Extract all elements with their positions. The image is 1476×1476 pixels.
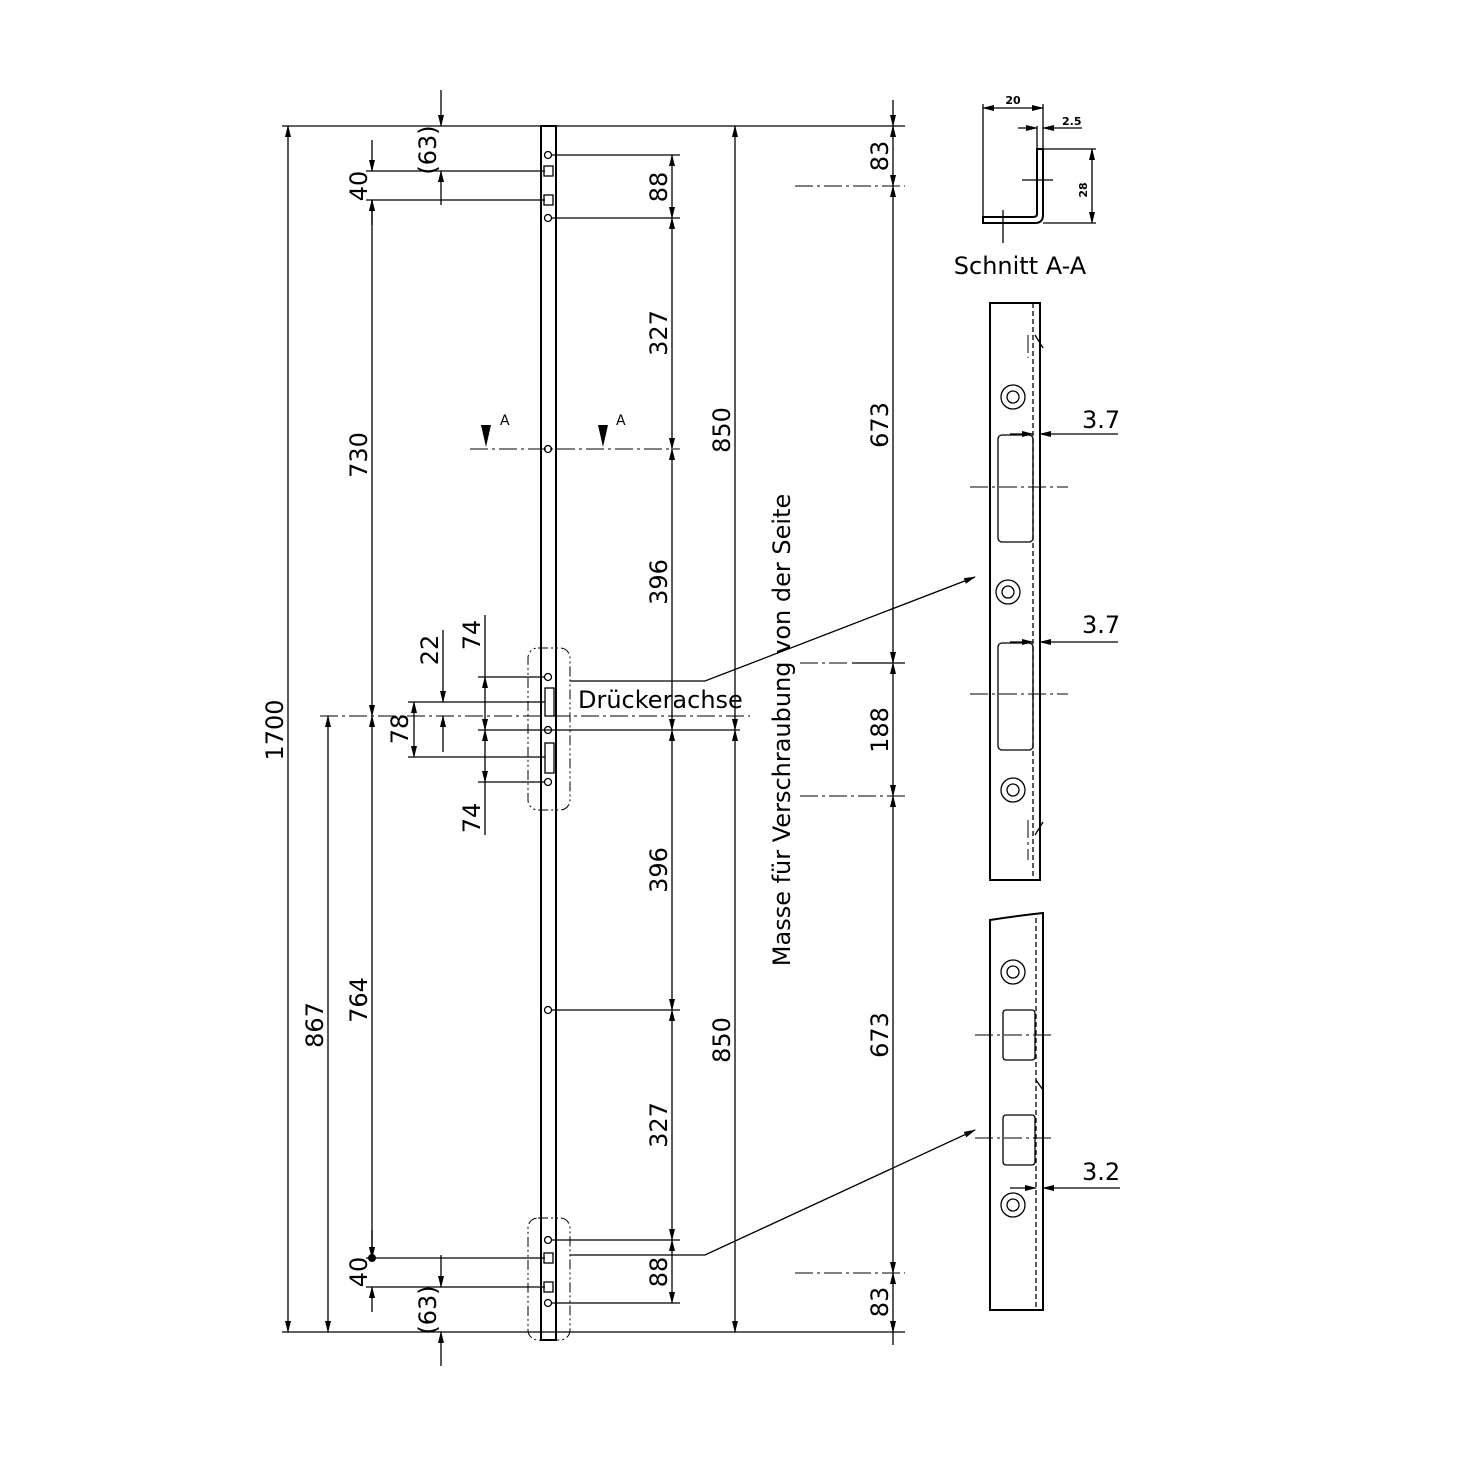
dim-188: 188 <box>866 707 894 753</box>
dim-764: 764 <box>345 977 373 1023</box>
dim-88-top: 88 <box>645 172 673 203</box>
gap-dim-1: 3.7 <box>1082 406 1120 434</box>
dim-327-bottom: 327 <box>645 1102 673 1148</box>
dim-327-top: 327 <box>645 310 673 356</box>
dim-850-top: 850 <box>708 407 736 453</box>
strike-plate-detail-top: 3.7 3.7 <box>970 302 1120 881</box>
dim-63-top: (63) <box>414 125 442 174</box>
leader-top <box>570 576 976 682</box>
dim-40-bottom: 40 <box>345 1257 373 1288</box>
end-plate-outline <box>527 1217 571 1341</box>
section-a-a: 20 2.5 28 Schnitt A-A <box>954 94 1096 280</box>
dimension-label: 20 <box>1005 94 1021 107</box>
locking-bar <box>527 125 571 1341</box>
dim-396-bottom: 396 <box>645 847 673 893</box>
dimension-label: A <box>616 413 626 429</box>
screw-holes <box>543 150 555 1308</box>
dimension-label: 2.5 <box>1062 115 1082 128</box>
side-note: Masse für Verschraubung von der Seite <box>768 494 796 966</box>
dim-83-top: 83 <box>866 141 894 172</box>
leader-bottom <box>570 1129 976 1256</box>
handle-axis-label: Drückerachse <box>578 686 743 714</box>
section-title: Schnitt A-A <box>954 252 1087 280</box>
lock-case-outline <box>527 647 571 811</box>
dim-74-bottom: 74 <box>458 803 486 834</box>
dim-730: 730 <box>345 432 373 478</box>
dim-74-top: 74 <box>458 620 486 651</box>
dim-88-bottom: 88 <box>645 1257 673 1288</box>
dim-673-bottom: 673 <box>866 1012 894 1058</box>
dim-78: 78 <box>386 714 414 745</box>
gap-dim-2: 3.7 <box>1082 611 1120 639</box>
strike-plate-detail-bottom: 3.2 <box>975 911 1120 1311</box>
dim-867: 867 <box>301 1002 329 1048</box>
dimension-label: 28 <box>1077 182 1090 197</box>
dim-1700: 1700 <box>261 699 289 760</box>
dim-83-bottom: 83 <box>866 1287 894 1318</box>
section-marker-left: A <box>481 413 510 447</box>
dim-673-top: 673 <box>866 402 894 448</box>
dim-22: 22 <box>416 635 444 666</box>
section-marker-right: A <box>598 413 626 447</box>
dim-850-bottom: 850 <box>708 1017 736 1063</box>
dim-63-bottom: (63) <box>414 1285 442 1334</box>
dim-396-top: 396 <box>645 559 673 605</box>
gap-dim-3: 3.2 <box>1082 1158 1120 1186</box>
dim-40-top: 40 <box>345 171 373 202</box>
dimension-label: A <box>500 413 510 429</box>
